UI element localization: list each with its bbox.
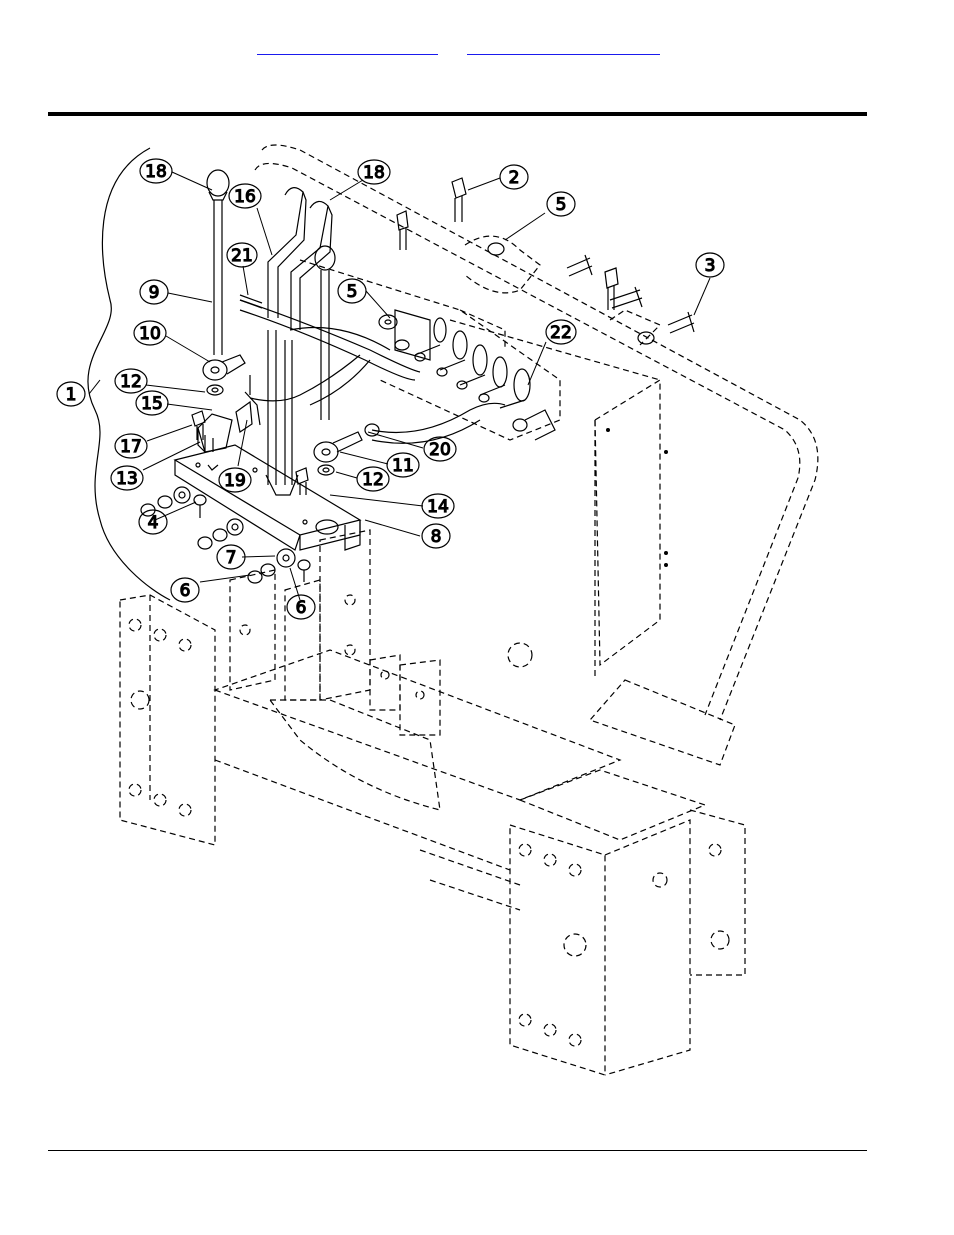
svg-text:10: 10 — [139, 324, 161, 344]
callout-3: 3 — [696, 253, 724, 277]
svg-text:6: 6 — [180, 581, 191, 601]
callout-8: 8 — [422, 524, 450, 548]
header-rule — [48, 112, 867, 116]
callout-6: 6 — [171, 578, 199, 602]
callout-10: 10 — [134, 321, 166, 345]
callout-18: 18 — [140, 159, 172, 183]
svg-text:11: 11 — [392, 456, 414, 476]
frame-outline — [120, 145, 818, 1075]
callouts: 18 16 18 2 5 21 3 9 5 22 10 1 12 15 20 1… — [57, 159, 724, 619]
callout-12: 12 — [357, 467, 389, 491]
svg-text:18: 18 — [145, 162, 167, 182]
fasteners — [141, 178, 694, 583]
svg-text:8: 8 — [431, 527, 442, 547]
callout-2: 2 — [500, 165, 528, 189]
callout-9: 9 — [140, 280, 168, 304]
svg-text:7: 7 — [226, 548, 237, 568]
svg-text:4: 4 — [148, 513, 159, 533]
svg-text:15: 15 — [141, 394, 163, 414]
svg-text:22: 22 — [550, 323, 572, 343]
svg-text:12: 12 — [120, 372, 142, 392]
callout-14: 14 — [422, 494, 454, 518]
svg-text:19: 19 — [224, 471, 246, 491]
callout-15: 15 — [136, 391, 168, 415]
top-nav-link-1[interactable] — [257, 40, 438, 55]
callout-17: 17 — [115, 434, 147, 458]
svg-text:17: 17 — [120, 437, 142, 457]
callout-19: 19 — [219, 468, 251, 492]
svg-text:5: 5 — [556, 195, 567, 215]
svg-text:18: 18 — [363, 163, 385, 183]
svg-text:13: 13 — [116, 469, 138, 489]
box-holes — [606, 428, 668, 567]
callout-4: 4 — [139, 510, 167, 534]
callout-22: 22 — [546, 320, 576, 344]
svg-text:2: 2 — [509, 168, 520, 188]
svg-text:12: 12 — [362, 470, 384, 490]
callout-18: 18 — [358, 160, 390, 184]
svg-text:3: 3 — [705, 256, 716, 276]
svg-text:14: 14 — [427, 497, 449, 517]
callout-20: 20 — [424, 437, 456, 461]
parts-diagram: 18 16 18 2 5 21 3 9 5 22 10 1 12 15 20 1… — [50, 130, 830, 1090]
svg-text:6: 6 — [296, 598, 307, 618]
svg-text:21: 21 — [231, 246, 253, 266]
callout-16: 16 — [229, 184, 261, 208]
svg-text:9: 9 — [149, 283, 160, 303]
svg-text:16: 16 — [234, 187, 256, 207]
callout-5: 5 — [547, 192, 575, 216]
top-nav-link-2[interactable] — [467, 40, 660, 55]
callout-1: 1 — [57, 382, 85, 406]
callout-12: 12 — [115, 369, 147, 393]
callout-7: 7 — [217, 545, 245, 569]
footer-rule — [48, 1150, 867, 1151]
svg-text:5: 5 — [347, 282, 358, 302]
svg-text:1: 1 — [66, 385, 77, 405]
callout-11: 11 — [387, 453, 419, 477]
callout-21: 21 — [227, 243, 257, 267]
callout-13: 13 — [111, 466, 143, 490]
callout-5: 5 — [338, 279, 366, 303]
svg-text:20: 20 — [429, 440, 451, 460]
callout-6: 6 — [287, 595, 315, 619]
